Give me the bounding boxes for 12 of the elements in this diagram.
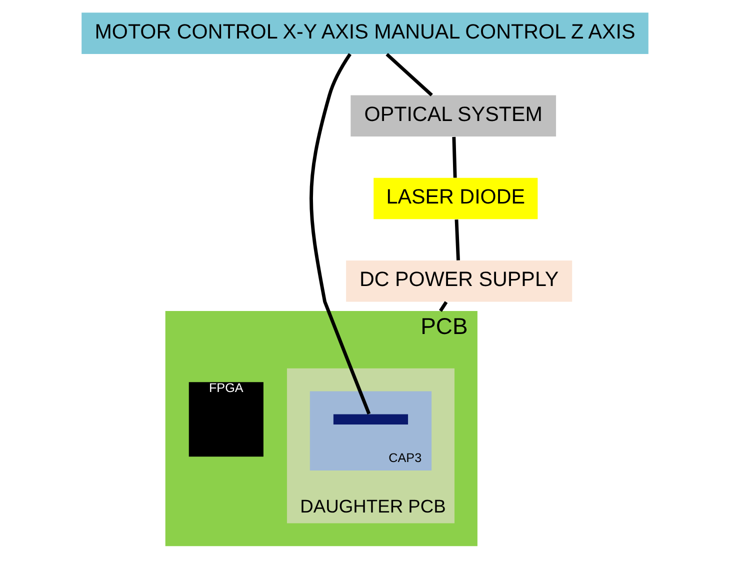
connector — [438, 301, 448, 312]
connector — [309, 53, 370, 415]
connector — [385, 53, 432, 96]
node-box: LASER DIODE — [373, 178, 538, 220]
cluster: CAP3 — [309, 391, 432, 470]
node-bar — [332, 414, 408, 425]
node-box: MOTOR CONTROL X-Y AXIS MANUAL CONTROL Z AXIS — [81, 12, 648, 54]
connector — [454, 219, 460, 260]
node-box: FPGA — [188, 382, 263, 457]
node-box: DC POWER SUPPLY — [346, 260, 572, 302]
node-box: OPTICAL SYSTEM — [350, 95, 556, 137]
connector — [452, 136, 456, 178]
